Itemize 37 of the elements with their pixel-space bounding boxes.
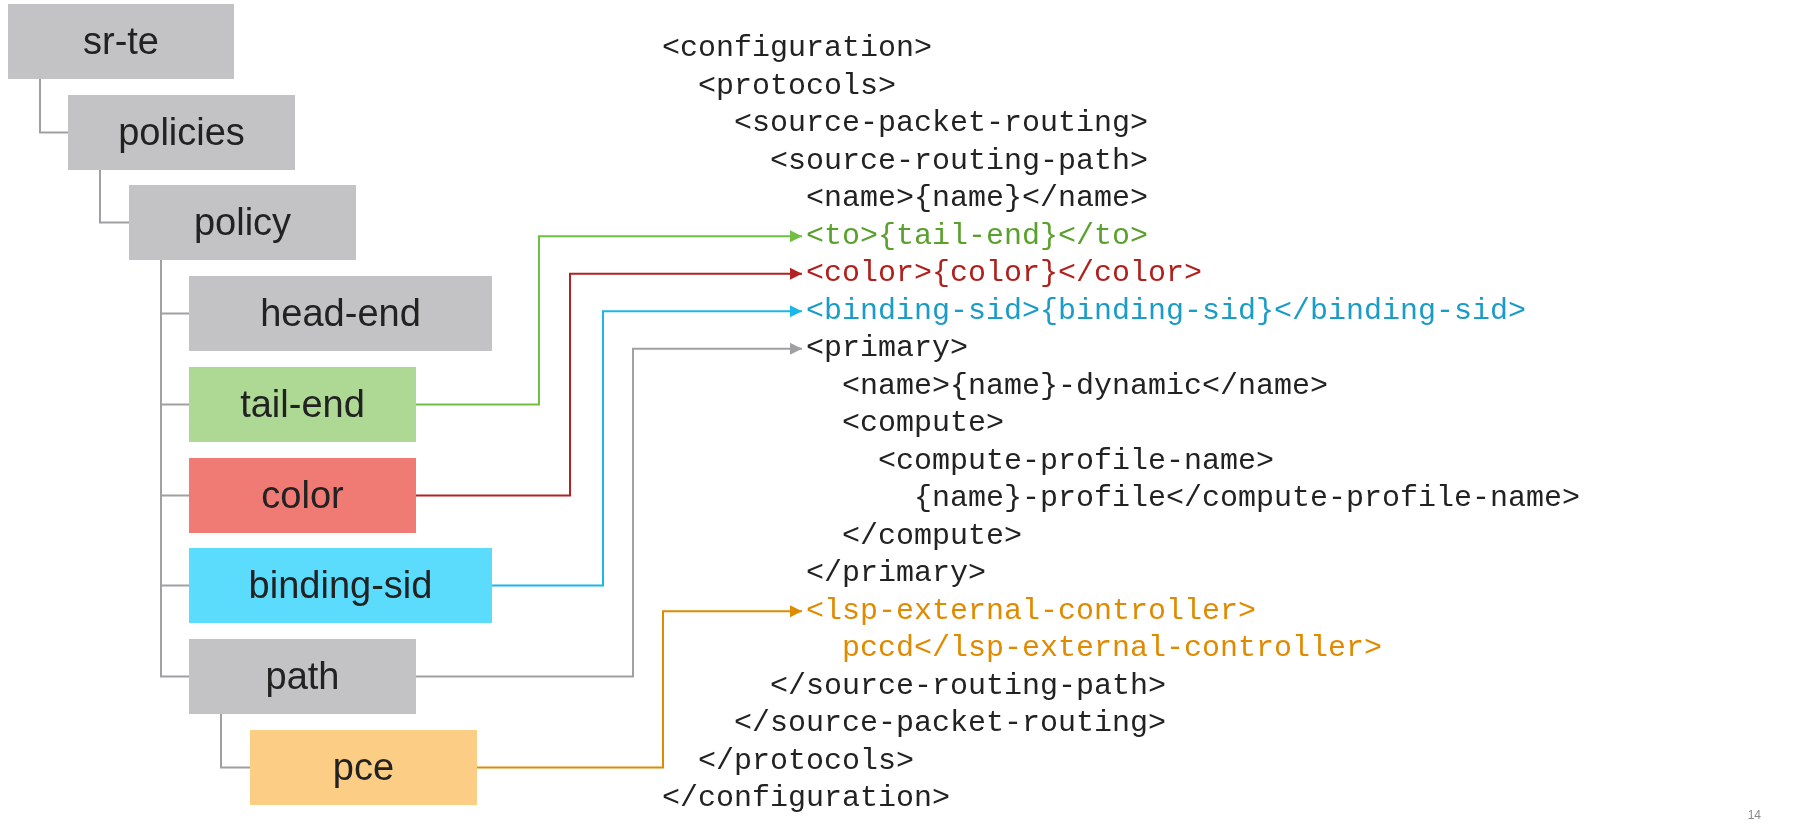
tree-node-box: policy: [129, 185, 356, 260]
code-line: <source-packet-routing>: [734, 105, 1149, 142]
tree-node-box: policies: [68, 95, 295, 170]
code-line: <configuration>: [662, 30, 933, 67]
tree-node-box: color: [189, 458, 416, 533]
code-line: </source-routing-path>: [770, 667, 1167, 705]
arrow: [415, 267, 803, 497]
code-line: <lsp-external-controller> pccd</lsp-external-controller>: [806, 592, 1383, 668]
code-line: <to>{tail-end}</to>: [806, 217, 1149, 255]
code-line: </source-packet-routing>: [734, 705, 1167, 742]
code-line: </configuration>: [662, 780, 951, 817]
code-line: </protocols>: [698, 742, 915, 780]
tree-node-box: pce: [250, 730, 477, 805]
code-line: <color>{color}</color>: [806, 255, 1203, 293]
arrow: [476, 605, 803, 769]
code-line: <name>{name}-dynamic</name>: [842, 367, 1329, 405]
arrow: [415, 342, 803, 678]
code-line: <protocols>: [698, 67, 897, 105]
tree-connector: [220, 713, 251, 769]
tree-node-box: head-end: [189, 276, 492, 351]
code-line: <name>{name}</name>: [806, 180, 1149, 217]
arrow: [491, 305, 803, 587]
code-line: <primary>: [806, 330, 969, 368]
tree-node-box: tail-end: [189, 367, 416, 442]
code-line: <binding-sid>{binding-sid}</binding-sid>: [806, 292, 1527, 330]
code-line: <compute-profile-name> {name}-profile</compute-profile-name>: [878, 442, 1581, 517]
code-line: </primary>: [806, 555, 987, 592]
tree-node-box: sr-te: [8, 4, 234, 79]
page-number: 14: [1747, 807, 1761, 824]
code-line: <compute>: [842, 405, 1005, 442]
code-line: </compute>: [842, 517, 1023, 555]
code-line: <source-routing-path>: [770, 142, 1149, 180]
tree-connector: [99, 169, 130, 224]
tree-node-box: binding-sid: [189, 548, 492, 623]
arrow: [415, 230, 803, 406]
tree-node-box: path: [189, 639, 416, 714]
tree-connector: [39, 78, 69, 134]
